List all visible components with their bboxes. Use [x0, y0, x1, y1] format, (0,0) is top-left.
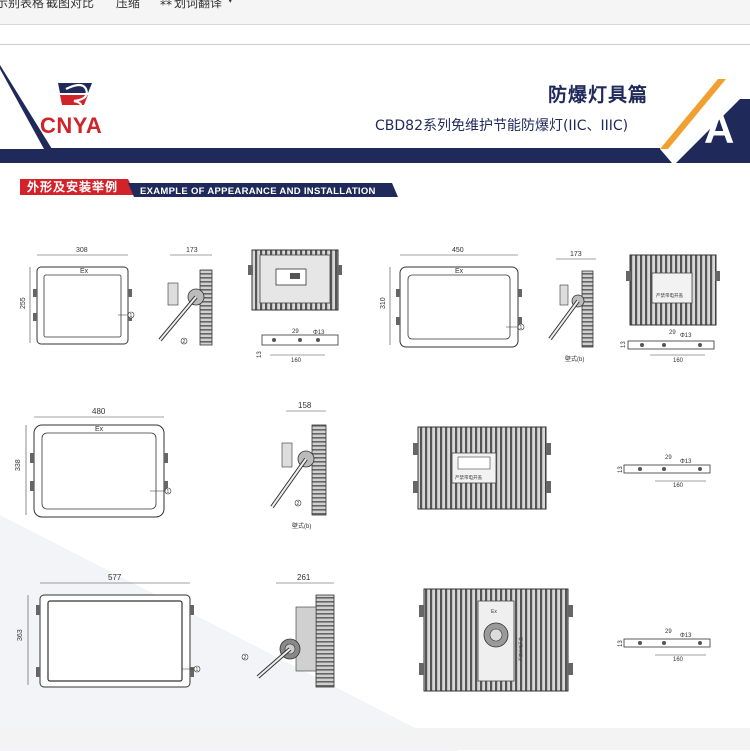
toolbar-item-screenshot-compare[interactable]: 截图对比: [46, 0, 95, 10]
front-view-577: 577 363 1: [17, 573, 201, 688]
svg-text:Φ13: Φ13: [680, 333, 692, 339]
background-wedge: [0, 515, 460, 751]
svg-text:13: 13: [618, 466, 624, 473]
svg-text:310: 310: [380, 297, 387, 309]
toolbar-gap: [0, 25, 750, 45]
svg-text:13: 13: [618, 640, 624, 647]
header-banner: [0, 65, 750, 163]
svg-text:450: 450: [452, 247, 464, 254]
svg-text:13: 13: [257, 351, 263, 358]
svg-text:Ex: Ex: [95, 426, 104, 433]
toolbar-item-translate[interactable]: 划词翻译: [174, 0, 223, 10]
back-view-row3: Ex 严禁带电开盖: [419, 588, 573, 692]
category-title: 防爆灯具篇: [548, 84, 649, 106]
svg-text:壁式(b): 壁式(b): [565, 355, 584, 363]
section-heading-bar: [20, 179, 398, 197]
svg-text:1: 1: [130, 313, 133, 319]
translate-icon[interactable]: ⁂: [160, 0, 172, 8]
catalog-page: CNYA 防爆灯具篇 CBD82系列免维护节能防爆灯(IIC、IIIC) A 外…: [0, 44, 750, 751]
technical-drawings: 308 255 Ex 1 173 2: [0, 247, 720, 751]
svg-text:338: 338: [15, 459, 22, 471]
back-view-1: 29 Φ13 160 13: [248, 249, 342, 364]
svg-text:1: 1: [167, 489, 170, 495]
bracket-row2: 29 Φ13 160 13: [618, 455, 711, 489]
svg-text:363: 363: [17, 629, 24, 641]
header-navy-band: [0, 65, 672, 163]
chevron-down-icon[interactable]: ▾: [228, 0, 233, 6]
svg-text:2: 2: [183, 339, 186, 345]
back-view-row2: 严禁带电开盖: [413, 426, 551, 510]
svg-text:160: 160: [673, 483, 684, 489]
toolbar-item-compress[interactable]: 压缩: [116, 0, 141, 10]
svg-text:261: 261: [297, 573, 311, 582]
svg-text:Φ13: Φ13: [313, 330, 325, 336]
back-view-2: 严禁带电开盖 29 Φ13 160 13: [621, 254, 720, 364]
svg-text:173: 173: [186, 247, 198, 254]
toolbar-item-tables[interactable]: 示别表格: [0, 0, 45, 10]
svg-text:严禁带电开盖: 严禁带电开盖: [517, 637, 523, 661]
front-view-480: 480 338 Ex 1: [15, 407, 172, 518]
svg-text:480: 480: [92, 407, 106, 416]
svg-text:1: 1: [196, 667, 199, 673]
svg-text:2: 2: [244, 655, 247, 661]
header-navy-block: [676, 99, 750, 163]
svg-text:29: 29: [292, 329, 299, 335]
series-title: CBD82系列免维护节能防爆灯(IIC、IIIC): [375, 118, 629, 134]
svg-text:29: 29: [665, 455, 672, 461]
cnya-logo-icon: [58, 83, 92, 110]
svg-text:29: 29: [665, 629, 672, 635]
label-ex: Ex: [80, 268, 89, 275]
brand-logo-text: CNYA: [40, 113, 103, 138]
svg-text:29: 29: [669, 330, 676, 336]
svg-text:1: 1: [520, 325, 523, 331]
front-view-450: 450 310 Ex 1: [380, 247, 525, 348]
svg-text:2: 2: [297, 501, 300, 507]
svg-text:壁式(b): 壁式(b): [292, 522, 311, 530]
header-white-wedge: [0, 69, 44, 149]
browser-toolbar: 示别表格 截图对比 压缩 ⁂ 划词翻译 ▾: [0, 0, 750, 25]
svg-text:严禁带电开盖: 严禁带电开盖: [455, 474, 482, 481]
section-title-en: EXAMPLE OF APPEARANCE AND INSTALLATION: [140, 186, 376, 197]
side-view-173-b: 173 壁式(b): [548, 251, 596, 363]
svg-text:13: 13: [621, 341, 627, 348]
svg-text:160: 160: [673, 358, 684, 364]
side-view-261: 261 2: [241, 573, 335, 688]
svg-text:577: 577: [108, 573, 122, 582]
svg-text:Ex: Ex: [491, 609, 497, 615]
category-letter: A: [704, 105, 735, 152]
side-view-158: 158 2 壁式(b): [270, 401, 327, 530]
dim-width-308: 308: [76, 247, 88, 254]
header-orange-slash: [660, 79, 726, 149]
svg-text:160: 160: [291, 358, 302, 364]
svg-text:严禁带电开盖: 严禁带电开盖: [656, 292, 683, 299]
svg-text:Φ13: Φ13: [680, 633, 692, 639]
svg-text:158: 158: [298, 401, 312, 410]
svg-text:Ex: Ex: [455, 268, 464, 275]
svg-text:Φ13: Φ13: [680, 459, 692, 465]
dim-height-255: 255: [20, 297, 27, 309]
svg-text:160: 160: [673, 657, 684, 663]
bottom-strip: [0, 728, 750, 750]
bracket-row3: 29 Φ13 160 13: [618, 629, 711, 663]
svg-text:173: 173: [570, 251, 582, 258]
front-view-308: 308 255 Ex 1: [20, 247, 135, 345]
side-view-173: 173 2: [158, 247, 213, 346]
section-title-cn: 外形及安装举例: [27, 180, 119, 194]
